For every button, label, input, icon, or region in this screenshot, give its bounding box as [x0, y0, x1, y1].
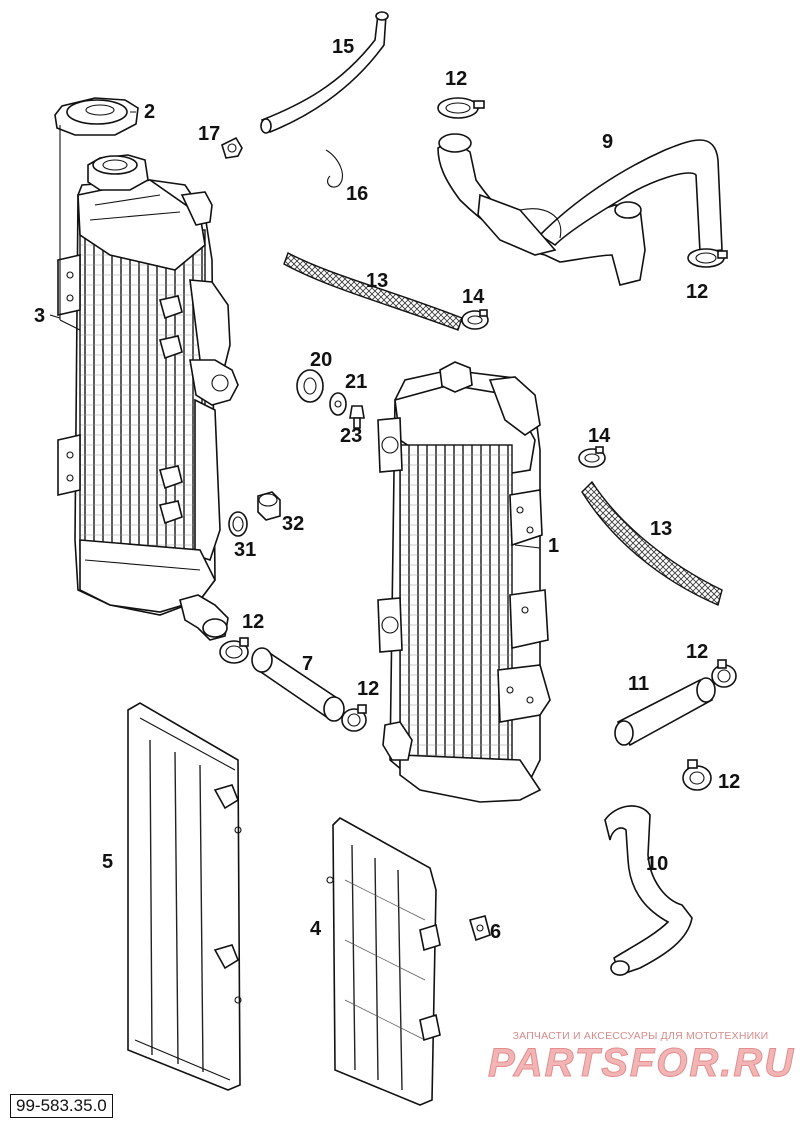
screw-17 — [221, 136, 243, 159]
callout-1: 1 — [548, 535, 559, 557]
callout-6: 6 — [490, 921, 501, 943]
left-radiator — [57, 154, 239, 641]
callout-14-upper: 14 — [462, 286, 485, 308]
callout-21: 21 — [345, 371, 367, 393]
watermark-tagline: ЗАПЧАСТИ И АКСЕССУАРЫ ДЛЯ МОТОТЕХНИКИ — [512, 1030, 769, 1042]
callout-17: 17 — [198, 123, 220, 145]
callout-13-lower: 13 — [650, 518, 672, 540]
hose-clamp-14-upper — [461, 309, 489, 330]
callout-11: 11 — [628, 673, 649, 695]
callout-32: 32 — [282, 513, 304, 535]
callout-3: 3 — [34, 305, 45, 327]
hose-7 — [251, 647, 345, 722]
hose-clamp-12-right — [687, 248, 728, 268]
clip-nut-6 — [468, 915, 491, 942]
washer-21 — [329, 392, 347, 416]
callout-12-hose-11: 12 — [686, 641, 708, 663]
callout-9: 9 — [602, 131, 613, 153]
callout-23: 23 — [340, 425, 362, 447]
callout-10: 10 — [646, 853, 668, 875]
hose-15 — [260, 11, 389, 134]
callout-2: 2 — [144, 101, 155, 123]
callout-labels: 1 2 3 4 5 6 7 9 10 11 12 12 12 12 12 12 … — [34, 36, 740, 943]
hose-11 — [614, 677, 716, 747]
right-radiator — [377, 361, 551, 803]
hose-clamp-14-lower — [578, 446, 606, 468]
callout-4: 4 — [310, 918, 322, 940]
callout-12-hose-7: 12 — [357, 678, 379, 700]
radiator-guard-4 — [326, 817, 441, 1106]
hose-clamp-12-bottom — [682, 759, 712, 791]
diagram-reference-code: 99-583.35.0 — [10, 1094, 113, 1118]
hose-clamp-12-left-radiator — [219, 637, 249, 664]
hose-clamp-12-top — [437, 97, 485, 119]
hose-9-y-branch — [437, 133, 723, 286]
radiator-cap — [54, 97, 139, 331]
watermark-brand: PARTSFOR.RU — [488, 1041, 796, 1085]
hose-10 — [604, 805, 693, 977]
hose-clamp-12-hose-11 — [711, 659, 737, 688]
radiator-guard-5 — [127, 702, 242, 1091]
hose-clamp-12-hose-7 — [341, 704, 367, 732]
rubber-grommet-20 — [296, 369, 324, 403]
callout-20: 20 — [310, 349, 332, 371]
watermark-logo: ЗАПЧАСТИ И АКСЕССУАРЫ ДЛЯ МОТОТЕХНИКИ PA… — [488, 1030, 796, 1085]
screw-23 — [349, 405, 365, 429]
hose-13-lower — [581, 480, 723, 606]
drain-plug-32 — [257, 491, 281, 521]
callout-14-lower: 14 — [588, 425, 611, 447]
callout-31: 31 — [234, 539, 256, 561]
callout-12-left: 12 — [242, 611, 264, 633]
callout-15: 15 — [332, 36, 354, 58]
hose-13-upper — [283, 252, 463, 331]
sealing-ring-31 — [228, 511, 248, 537]
wire-clip-16 — [325, 149, 343, 188]
leader-lines — [49, 111, 541, 549]
callout-12-top: 12 — [445, 68, 467, 90]
callout-7: 7 — [302, 653, 313, 675]
callout-13-upper: 13 — [366, 270, 388, 292]
callout-5: 5 — [102, 851, 113, 873]
callout-12-right: 12 — [686, 281, 708, 303]
callout-16: 16 — [346, 183, 368, 205]
callout-12-bottom: 12 — [718, 771, 740, 793]
